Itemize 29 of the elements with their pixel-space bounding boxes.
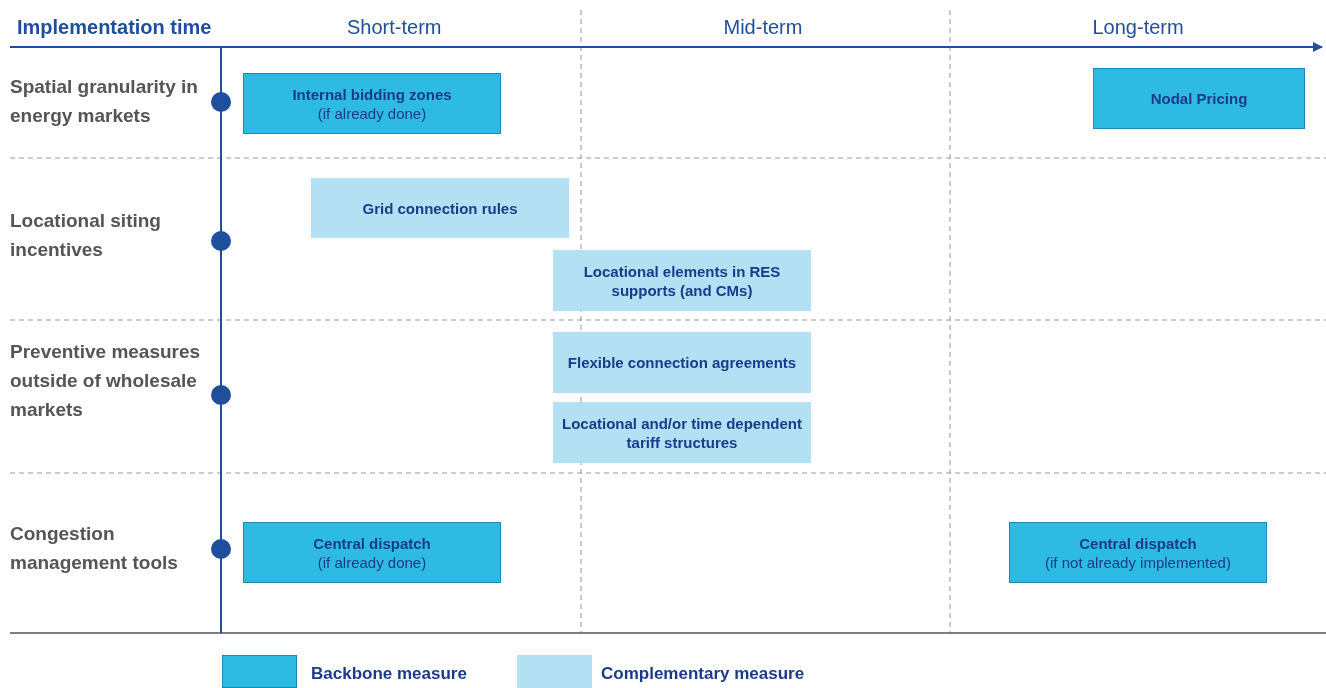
column-header: Long-term: [1092, 16, 1184, 39]
measure-box: [553, 332, 811, 393]
column-header: Short-term: [347, 16, 442, 39]
measure-note: (if already done): [317, 552, 427, 572]
column-header: Mid-term: [723, 16, 803, 39]
row-header: Spatial granularity in energy markets: [10, 75, 199, 128]
measure-box: [553, 402, 811, 463]
measure-title: Grid connection rules: [362, 198, 518, 218]
measure-title: Central dispatch: [313, 533, 431, 553]
measure-box: [243, 522, 501, 583]
legend-label: Backbone measure: [311, 664, 467, 684]
measure-title: Flexible connection agreements: [567, 353, 797, 372]
measure-box: [243, 73, 501, 134]
measure-box: [553, 250, 811, 311]
measure-note: (if not already implemented): [1045, 552, 1231, 572]
measure-title: Internal bidding zones: [292, 84, 452, 104]
measure-title: Locational and/or time dependent tariff structures: [561, 413, 803, 452]
legend-label: Complementary measure: [601, 664, 805, 684]
measure-title: Nodal Pricing: [1150, 89, 1248, 108]
measure-box: [1009, 522, 1267, 583]
measure-box: [311, 178, 569, 238]
measure-box: [1093, 68, 1305, 129]
row-header: Preventive measures outside of wholesale markets: [10, 340, 202, 422]
measure-title: Central dispatch: [1079, 533, 1197, 553]
axis-title: Implementation time: [17, 16, 212, 39]
measure-title: Locational elements in RES supports (and CMs): [582, 261, 782, 300]
row-header: Congestion management tools: [10, 522, 179, 575]
row-header: Locational siting incentives: [10, 209, 162, 262]
measure-note: (if already done): [317, 103, 427, 123]
